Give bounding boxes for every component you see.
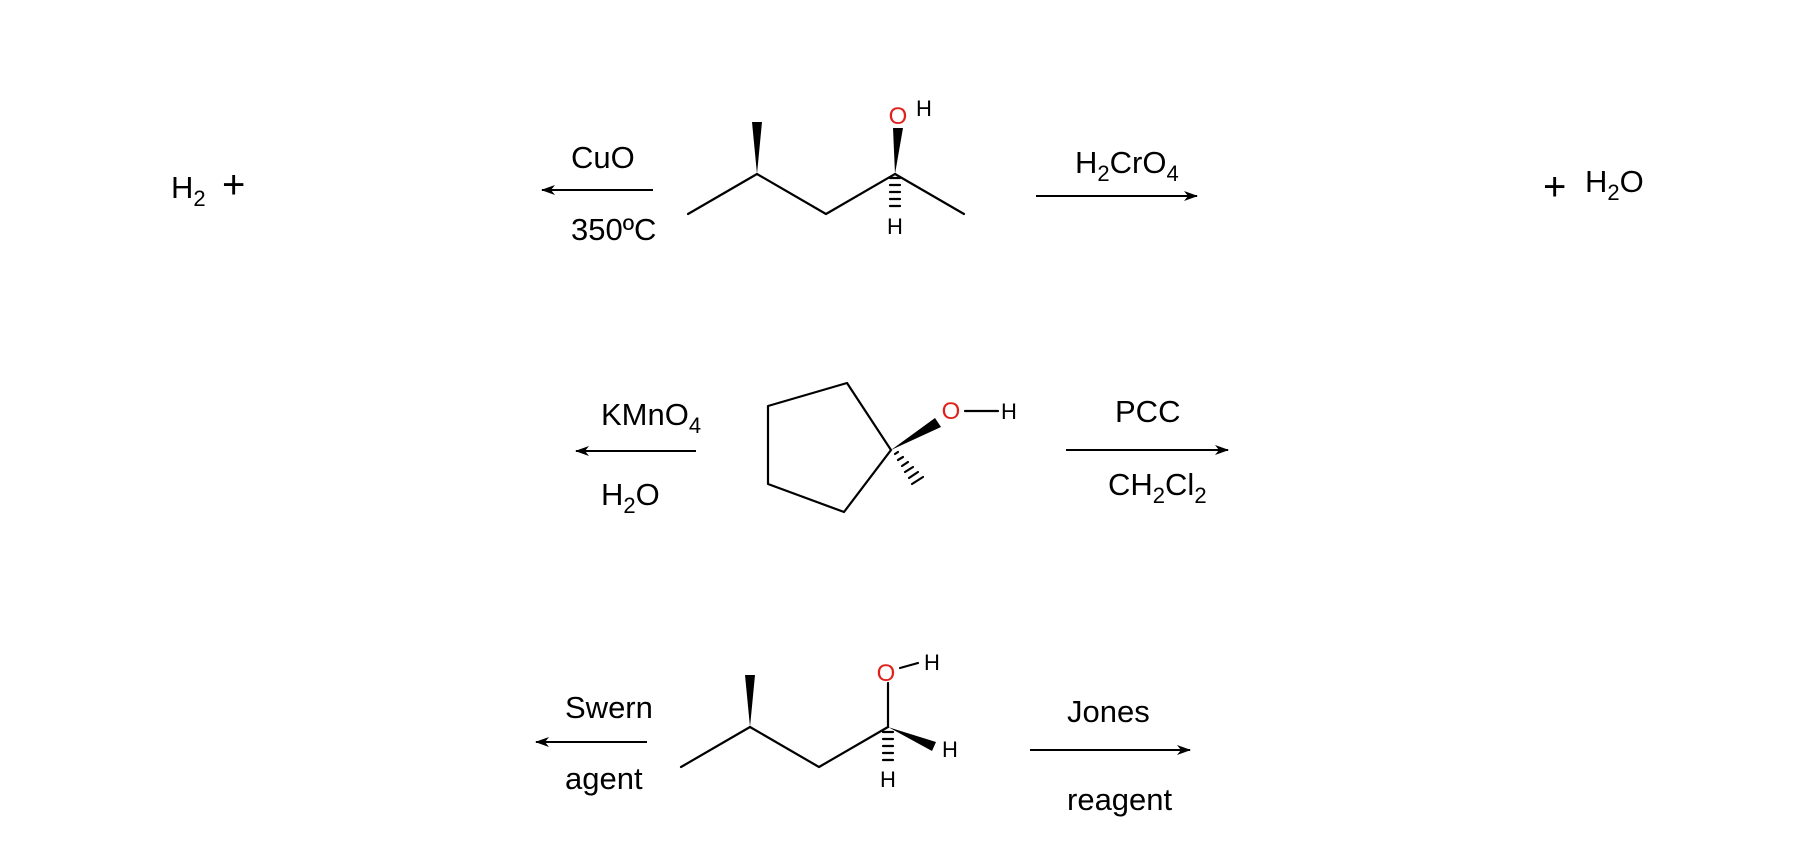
reaction-3: Swern agent O H H H Jones reagent xyxy=(535,650,1191,817)
hydroxyl-hydrogen: H xyxy=(916,96,932,121)
left-reagent-agent: agent xyxy=(565,761,643,796)
right-reagent-chromic-acid: H2CrO4 xyxy=(1075,145,1179,186)
wedge-bond-methyl xyxy=(745,675,755,727)
hydrogen-atom: H xyxy=(880,767,896,792)
reaction-2: KMnO4 H2O O H PCC CH2Cl2 xyxy=(575,381,1229,518)
hydrogen-atom: H xyxy=(887,214,903,239)
left-reagent-kmno4: KMnO4 xyxy=(601,397,701,438)
water-product-text: H2O xyxy=(1585,164,1644,205)
molecule-3-methylbutan-1-ol: O H H H xyxy=(679,650,958,792)
hydroxyl-hydrogen: H xyxy=(924,650,940,675)
hash-bond-hydrogen xyxy=(881,730,895,762)
h2-product-text: H2 xyxy=(171,170,206,211)
hydroxyl-hydrogen: H xyxy=(1001,399,1017,424)
cyclopentane-ring xyxy=(766,381,893,514)
wedge-bond-hydrogen xyxy=(888,727,936,751)
left-reagent-swern: Swern xyxy=(565,690,653,725)
hash-bond-hydrogen xyxy=(888,176,902,208)
plus-sign: + xyxy=(1543,165,1566,209)
hash-bond-methyl xyxy=(893,450,925,486)
hydrogen-atom: H xyxy=(942,737,958,762)
o-h-bond xyxy=(898,661,920,670)
molecule-4-methylpentan-2-ol: O H H xyxy=(686,96,966,239)
wedge-bond-oxygen xyxy=(893,128,903,174)
right-reagent-reagent: reagent xyxy=(1067,782,1173,817)
left-reagent-cuo: CuO xyxy=(571,140,635,175)
carbon-chain xyxy=(679,725,890,769)
left-condition-temperature: 350ºC xyxy=(571,212,656,247)
left-condition-water: H2O xyxy=(601,477,660,518)
oxygen-atom: O xyxy=(889,103,908,130)
reaction-1: H2 + CuO 350ºC O H H H2CrO4 + H2O xyxy=(171,96,1644,247)
carbon-chain xyxy=(686,172,966,216)
oxygen-atom: O xyxy=(942,398,961,425)
right-reagent-jones: Jones xyxy=(1067,694,1150,729)
right-reagent-pcc: PCC xyxy=(1115,394,1180,429)
wedge-bond-oxygen xyxy=(891,418,941,450)
right-solvent-dichloromethane: CH2Cl2 xyxy=(1108,467,1207,508)
plus-sign: + xyxy=(222,163,245,207)
molecule-1-methylcyclopentanol: O H xyxy=(766,381,1017,514)
wedge-bond-methyl xyxy=(752,122,762,174)
oxygen-atom: O xyxy=(877,660,896,687)
